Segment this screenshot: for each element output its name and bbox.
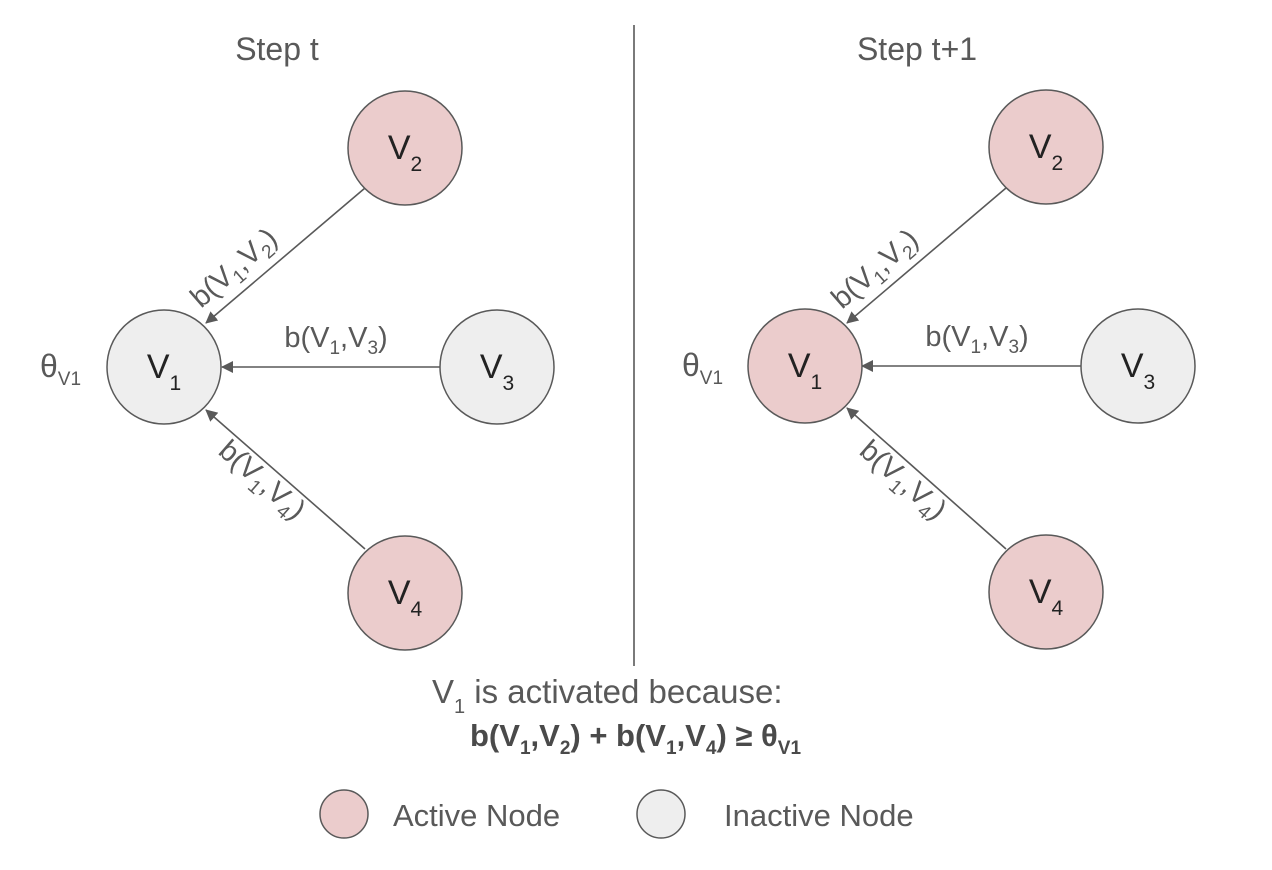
edge-label-v1-v4: b(V1,V4) xyxy=(209,434,311,530)
node-v3-circle xyxy=(439,309,555,425)
node-v2-circle xyxy=(988,89,1104,205)
panel-step-t-plus-1: Step t+1 b(V1,V2) b(V1,V3) b(V1,V4) θV1 … xyxy=(682,31,1196,650)
node-v1: V1 xyxy=(106,309,222,425)
edge-v4-v1 xyxy=(846,407,1007,550)
edge-label-v1-v3: b(V1,V3) xyxy=(284,322,387,359)
legend-active-swatch xyxy=(319,789,369,839)
legend-inactive-swatch xyxy=(636,789,686,839)
caption-line: V1 is activated because: xyxy=(432,673,783,718)
legend-active-label: Active Node xyxy=(393,798,560,833)
node-v2-label: V2 xyxy=(388,129,422,176)
edge-label-v1-v2: b(V1,V2) xyxy=(185,222,287,318)
node-v2-circle xyxy=(347,90,463,206)
node-v3: V3 xyxy=(1080,308,1196,424)
threshold-label: θV1 xyxy=(40,348,81,390)
edge-label-v1-v3: b(V1,V3) xyxy=(925,321,1028,358)
node-v2-label: V2 xyxy=(1029,128,1063,175)
edge-v2-v1 xyxy=(846,187,1007,324)
node-v1-label: V1 xyxy=(147,348,181,395)
node-v1: V1 xyxy=(747,308,863,424)
legend: Active Node Inactive Node xyxy=(319,789,914,839)
node-v2: V2 xyxy=(988,89,1104,205)
edge-v2-v1 xyxy=(205,187,366,324)
node-v4-label: V4 xyxy=(388,574,423,621)
panel-title: Step t+1 xyxy=(857,31,977,67)
node-v4: V4 xyxy=(988,534,1104,650)
panel-step-t: Step t b(V1,V2) b(V1,V3) b(V1,V4) θV1 V1… xyxy=(40,31,555,651)
node-v4: V4 xyxy=(347,535,463,651)
node-v1-circle xyxy=(747,308,863,424)
node-v1-circle xyxy=(106,309,222,425)
threshold-label: θV1 xyxy=(682,347,723,389)
node-v3-label: V3 xyxy=(480,348,514,395)
node-v2: V2 xyxy=(347,90,463,206)
node-v4-circle xyxy=(347,535,463,651)
node-v4-label: V4 xyxy=(1029,573,1064,620)
legend-inactive-label: Inactive Node xyxy=(724,798,914,833)
node-v3: V3 xyxy=(439,309,555,425)
activation-formula: b(V1,V2) + b(V1,V4) ≥ θV1 xyxy=(470,718,801,759)
node-v1-label: V1 xyxy=(788,347,822,394)
edge-label-v1-v4: b(V1,V4) xyxy=(850,434,952,530)
panel-title: Step t xyxy=(235,31,319,67)
node-v4-circle xyxy=(988,534,1104,650)
node-v3-circle xyxy=(1080,308,1196,424)
node-v3-label: V3 xyxy=(1121,347,1155,394)
edge-v4-v1 xyxy=(205,409,366,550)
edge-label-v1-v2: b(V1,V2) xyxy=(826,223,928,319)
